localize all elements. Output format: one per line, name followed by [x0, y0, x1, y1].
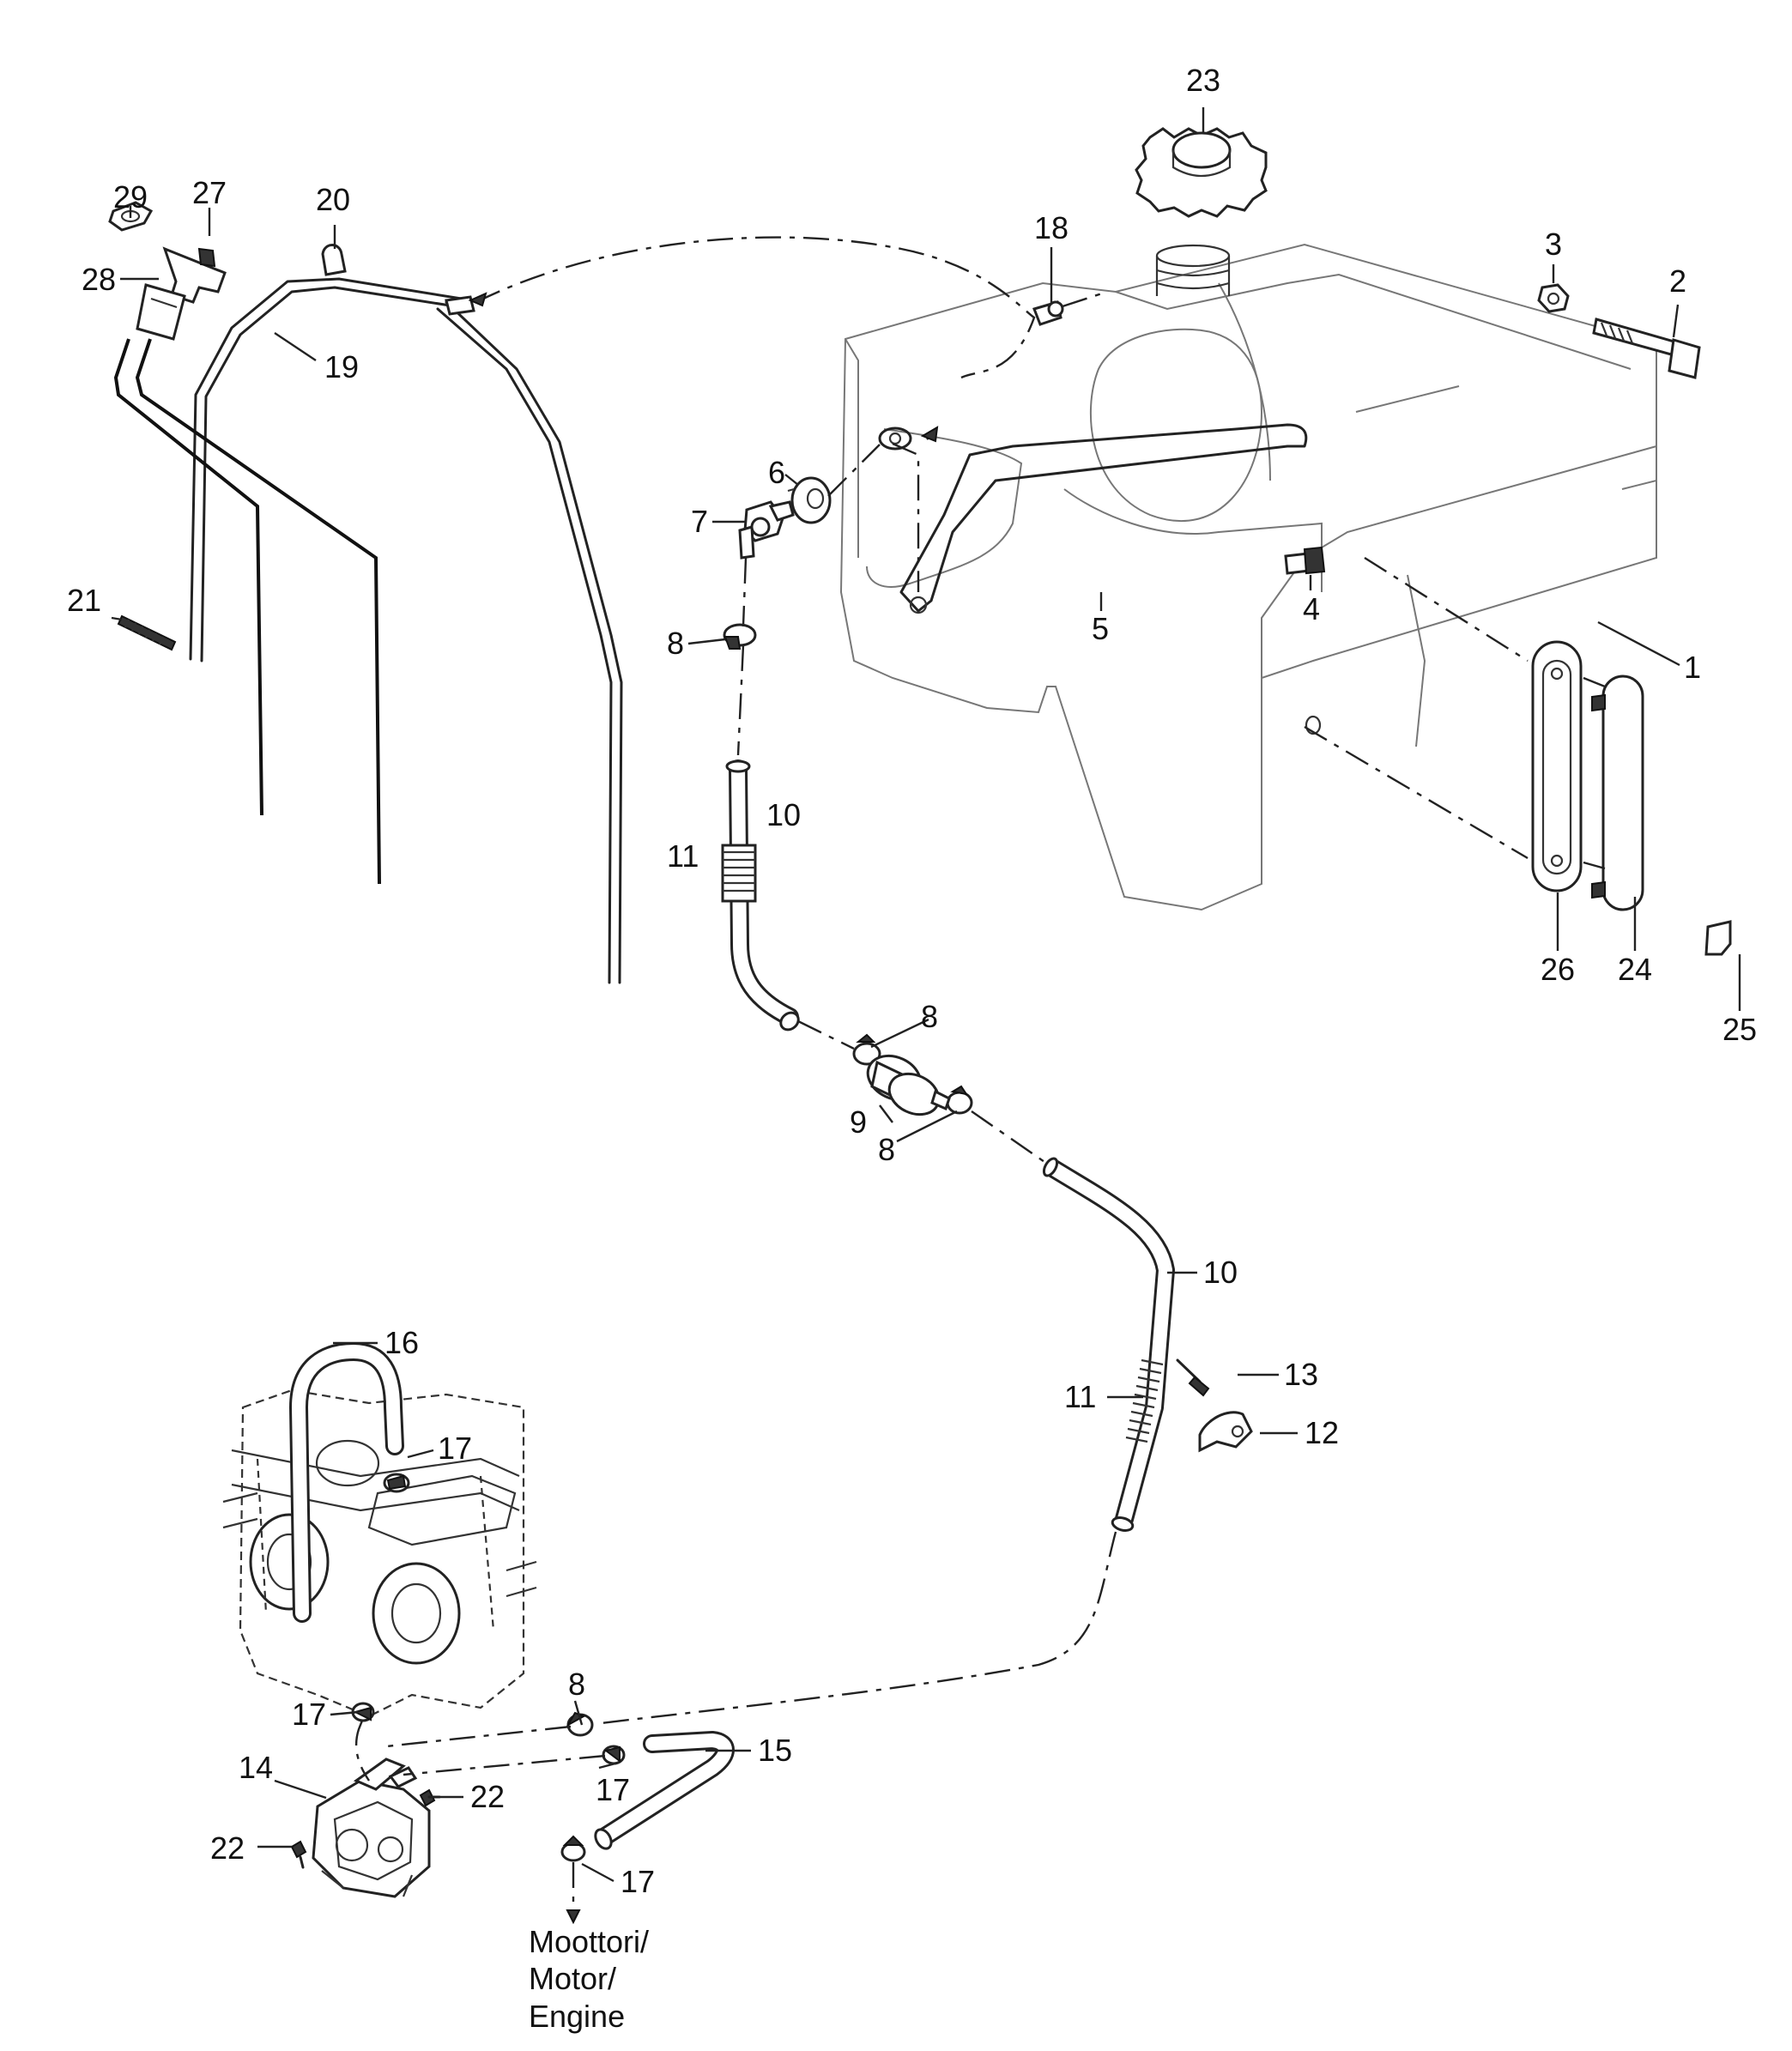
- callout-17-outlet: 17: [621, 1864, 655, 1899]
- callout-28: 28: [82, 262, 116, 297]
- fuel-filter: [866, 1054, 951, 1116]
- pump-screw-left: [290, 1840, 307, 1869]
- clamp-8-lower: [566, 1711, 594, 1737]
- hose-bracket: [1198, 1411, 1253, 1453]
- callout-labels: 1 2 3 4 5 6 7 8 8 8 8 9 10 10 11 11 12 1…: [67, 63, 1757, 1899]
- leader-lines: [111, 107, 1741, 1883]
- engine-note-line-2: Motor/: [529, 1961, 616, 1996]
- callout-21: 21: [67, 583, 101, 618]
- nut: [1537, 283, 1570, 313]
- fuel-cap: [1135, 127, 1268, 218]
- vent-fitting-18: [1032, 300, 1064, 326]
- callout-29: 29: [113, 179, 148, 215]
- callout-13: 13: [1284, 1357, 1318, 1392]
- fuel-pump: [312, 1758, 431, 1898]
- callout-27: 27: [192, 175, 227, 210]
- gasket-plate: [1531, 640, 1583, 892]
- callout-19: 19: [324, 349, 359, 384]
- callout-3: 3: [1545, 227, 1562, 262]
- callout-5: 5: [1092, 611, 1109, 646]
- grommet: [787, 476, 832, 524]
- engine-note-line-3: Engine: [529, 1999, 625, 2034]
- callout-25: 25: [1722, 1012, 1757, 1047]
- engine-note-line-1: Moottori/: [529, 1924, 649, 1959]
- callout-22-left: 22: [210, 1830, 245, 1866]
- engine-hose-loop: [289, 1342, 404, 1623]
- callout-17-engine: 17: [438, 1431, 472, 1466]
- bracket-screw: [1176, 1358, 1210, 1397]
- engine-note: Moottori/ Motor/ Engine: [529, 1924, 649, 2034]
- callout-11-upper: 11: [667, 838, 699, 874]
- callout-8-lower: 8: [568, 1667, 585, 1702]
- clamp-17-outlet: [560, 1835, 586, 1862]
- callout-22-right: 22: [470, 1779, 505, 1814]
- fitting-4: [1284, 546, 1326, 575]
- callout-14: 14: [239, 1750, 273, 1785]
- protective-spring-upper: [721, 844, 757, 903]
- engine-block: [222, 1389, 537, 1718]
- callout-18: 18: [1034, 210, 1069, 245]
- callout-23: 23: [1186, 63, 1220, 98]
- callout-24: 24: [1618, 952, 1652, 987]
- callout-8-upper: 8: [667, 626, 684, 661]
- fuel-sensor: [136, 246, 227, 341]
- fuel-tank: [839, 243, 1657, 911]
- callout-17-pump: 17: [292, 1697, 326, 1732]
- callout-8-filter-out: 8: [878, 1132, 895, 1167]
- callout-16: 16: [384, 1325, 419, 1360]
- clamp-8-filter-out: [946, 1085, 973, 1115]
- fuel-line-upper: [725, 759, 800, 1032]
- protective-spring-lower: [1125, 1358, 1164, 1443]
- callout-15: 15: [758, 1733, 792, 1768]
- bolt: [1592, 318, 1701, 379]
- fuel-line-lower: [1042, 1157, 1175, 1532]
- callout-6: 6: [768, 455, 785, 490]
- pump-screw-right: [419, 1788, 441, 1807]
- callout-1: 1: [1684, 650, 1701, 685]
- callout-9: 9: [850, 1104, 867, 1140]
- assembly-lines: [354, 236, 1606, 1912]
- fuel-pickup-line: [899, 423, 1308, 614]
- vent-spring: [117, 614, 177, 651]
- callout-8-filter-in: 8: [921, 999, 938, 1034]
- callout-20: 20: [316, 182, 350, 217]
- callout-10-lower: 10: [1203, 1255, 1238, 1290]
- callout-7: 7: [691, 504, 708, 539]
- label-decal: [1704, 920, 1732, 956]
- clamp-17-engine: [383, 1473, 410, 1493]
- clamp-17-hose: [602, 1745, 626, 1765]
- arrowheads: [468, 292, 939, 1925]
- callout-17-hose: 17: [596, 1772, 630, 1807]
- elbow-fitting: [738, 500, 795, 560]
- tank-support: [1591, 675, 1644, 911]
- clamp-8-filter-in: [852, 1033, 881, 1066]
- callout-10-upper: 10: [766, 797, 801, 832]
- callout-11-lower: 11: [1064, 1379, 1096, 1414]
- callout-26: 26: [1541, 952, 1575, 987]
- callout-12: 12: [1305, 1415, 1339, 1450]
- clamp-8-upper: [723, 623, 757, 650]
- callout-4: 4: [1303, 591, 1320, 626]
- vent-line: [189, 277, 623, 984]
- rear-lines: [113, 338, 381, 885]
- vent-cap: [321, 244, 347, 276]
- callout-2: 2: [1669, 263, 1686, 299]
